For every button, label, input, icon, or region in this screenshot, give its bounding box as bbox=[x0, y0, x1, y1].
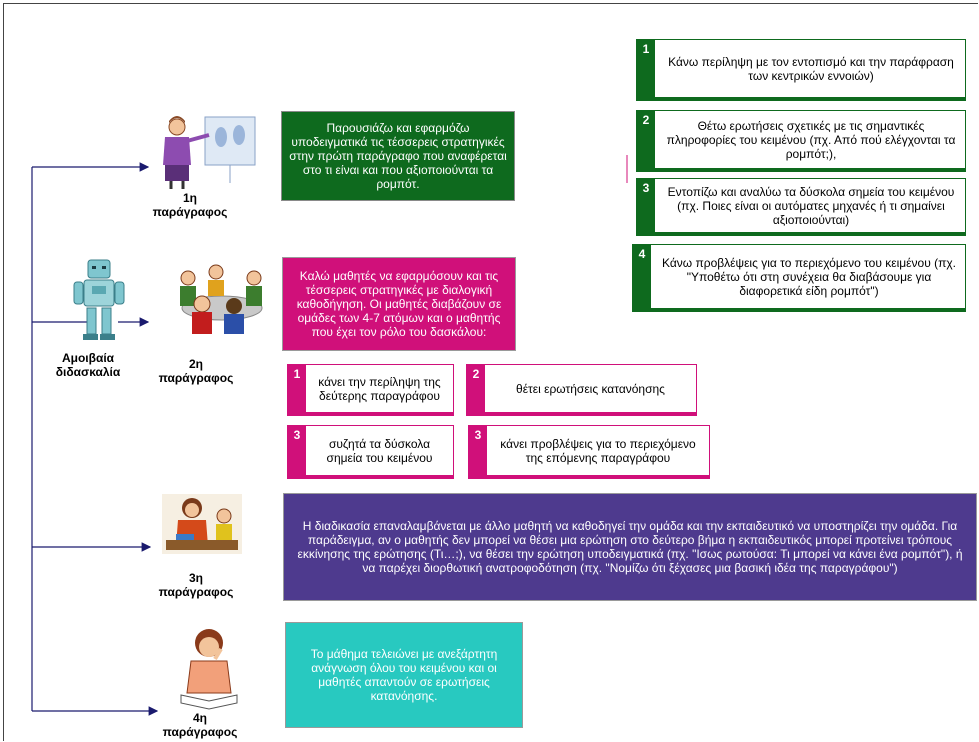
root-label: Αμοιβαία διδασκαλία bbox=[55, 351, 121, 379]
substep-number: 3 bbox=[469, 426, 487, 475]
step-2-substep-1: 1 κάνει την περίληψη της δεύτερης παραγρ… bbox=[287, 364, 454, 416]
step-1-box: Παρουσιάζω και εφαρμόζω υποδειγματικά τι… bbox=[281, 111, 515, 201]
substep-text: θέτει ερωτήσεις κατανόησης bbox=[516, 381, 665, 396]
step-4-label: 4η παράγραφος bbox=[162, 711, 238, 739]
step-3-box: Η διαδικασία επαναλαμβάνεται με άλλο μαθ… bbox=[283, 493, 977, 601]
step-2-substep-2: 2 θέτει ερωτήσεις κατανόησης bbox=[466, 364, 697, 416]
step-4-box: Το μάθημα τελειώνει με ανεξάρτητη ανάγνω… bbox=[285, 622, 523, 728]
substep-text: Κάνω προβλέψεις για το περιεχόμενο του κ… bbox=[661, 255, 957, 298]
step-1-substep-3: 3 Εντοπίζω και αναλύω τα δύσκολα σημεία … bbox=[636, 178, 966, 236]
substep-number: 2 bbox=[637, 111, 655, 168]
substep-text: συζητά τα δύσκολα σημεία του κειμένου bbox=[326, 436, 433, 465]
step-1-substep-4: 4 Κάνω προβλέψεις για το περιεχόμενο του… bbox=[632, 244, 966, 312]
substep-text: Εντοπίζω και αναλύω τα δύσκολα σημεία το… bbox=[667, 184, 955, 227]
substep-number: 2 bbox=[467, 365, 485, 412]
step-2-box: Καλώ μαθητές να εφαρμόσουν και τις τέσσε… bbox=[282, 257, 516, 351]
step-1-text: Παρουσιάζω και εφαρμόζω υποδειγματικά τι… bbox=[289, 121, 507, 191]
step-2-substep-3: 3 συζητά τα δύσκολα σημεία του κειμένου bbox=[287, 425, 454, 479]
substep-number: 1 bbox=[637, 40, 655, 97]
step-2-label: 2η παράγραφος bbox=[158, 357, 234, 385]
substep-number: 3 bbox=[637, 179, 655, 232]
substep-number: 1 bbox=[288, 365, 306, 412]
step-3-label: 3η παράγραφος bbox=[158, 571, 234, 599]
step-1-label: 1η παράγραφος bbox=[152, 191, 228, 219]
substep-text: Κάνω περίληψη με τον εντοπισμό και την π… bbox=[668, 54, 954, 83]
step-2-text: Καλώ μαθητές να εφαρμόσουν και τις τέσσε… bbox=[296, 269, 502, 339]
step-2-substep-4: 3 κάνει προβλέψεις για το περιεχόμενο τη… bbox=[468, 425, 710, 479]
substep-number: 4 bbox=[633, 245, 651, 308]
substep-text: κάνει την περίληψη της δεύτερης παραγράφ… bbox=[318, 374, 441, 403]
step-1-substep-2: 2 Θέτω ερωτήσεις σχετικές με τις σημαντι… bbox=[636, 110, 966, 172]
substep-text: κάνει προβλέψεις για το περιεχόμενο της … bbox=[500, 436, 696, 465]
diagram-frame bbox=[3, 3, 978, 741]
substep-number: 3 bbox=[288, 426, 306, 475]
step-3-text: Η διαδικασία επαναλαμβάνεται με άλλο μαθ… bbox=[297, 519, 963, 575]
step-1-substep-1: 1 Κάνω περίληψη με τον εντοπισμό και την… bbox=[636, 39, 966, 101]
substep-text: Θέτω ερωτήσεις σχετικές με τις σημαντικέ… bbox=[666, 118, 956, 161]
step-4-text: Το μάθημα τελειώνει με ανεξάρτητη ανάγνω… bbox=[310, 647, 498, 703]
